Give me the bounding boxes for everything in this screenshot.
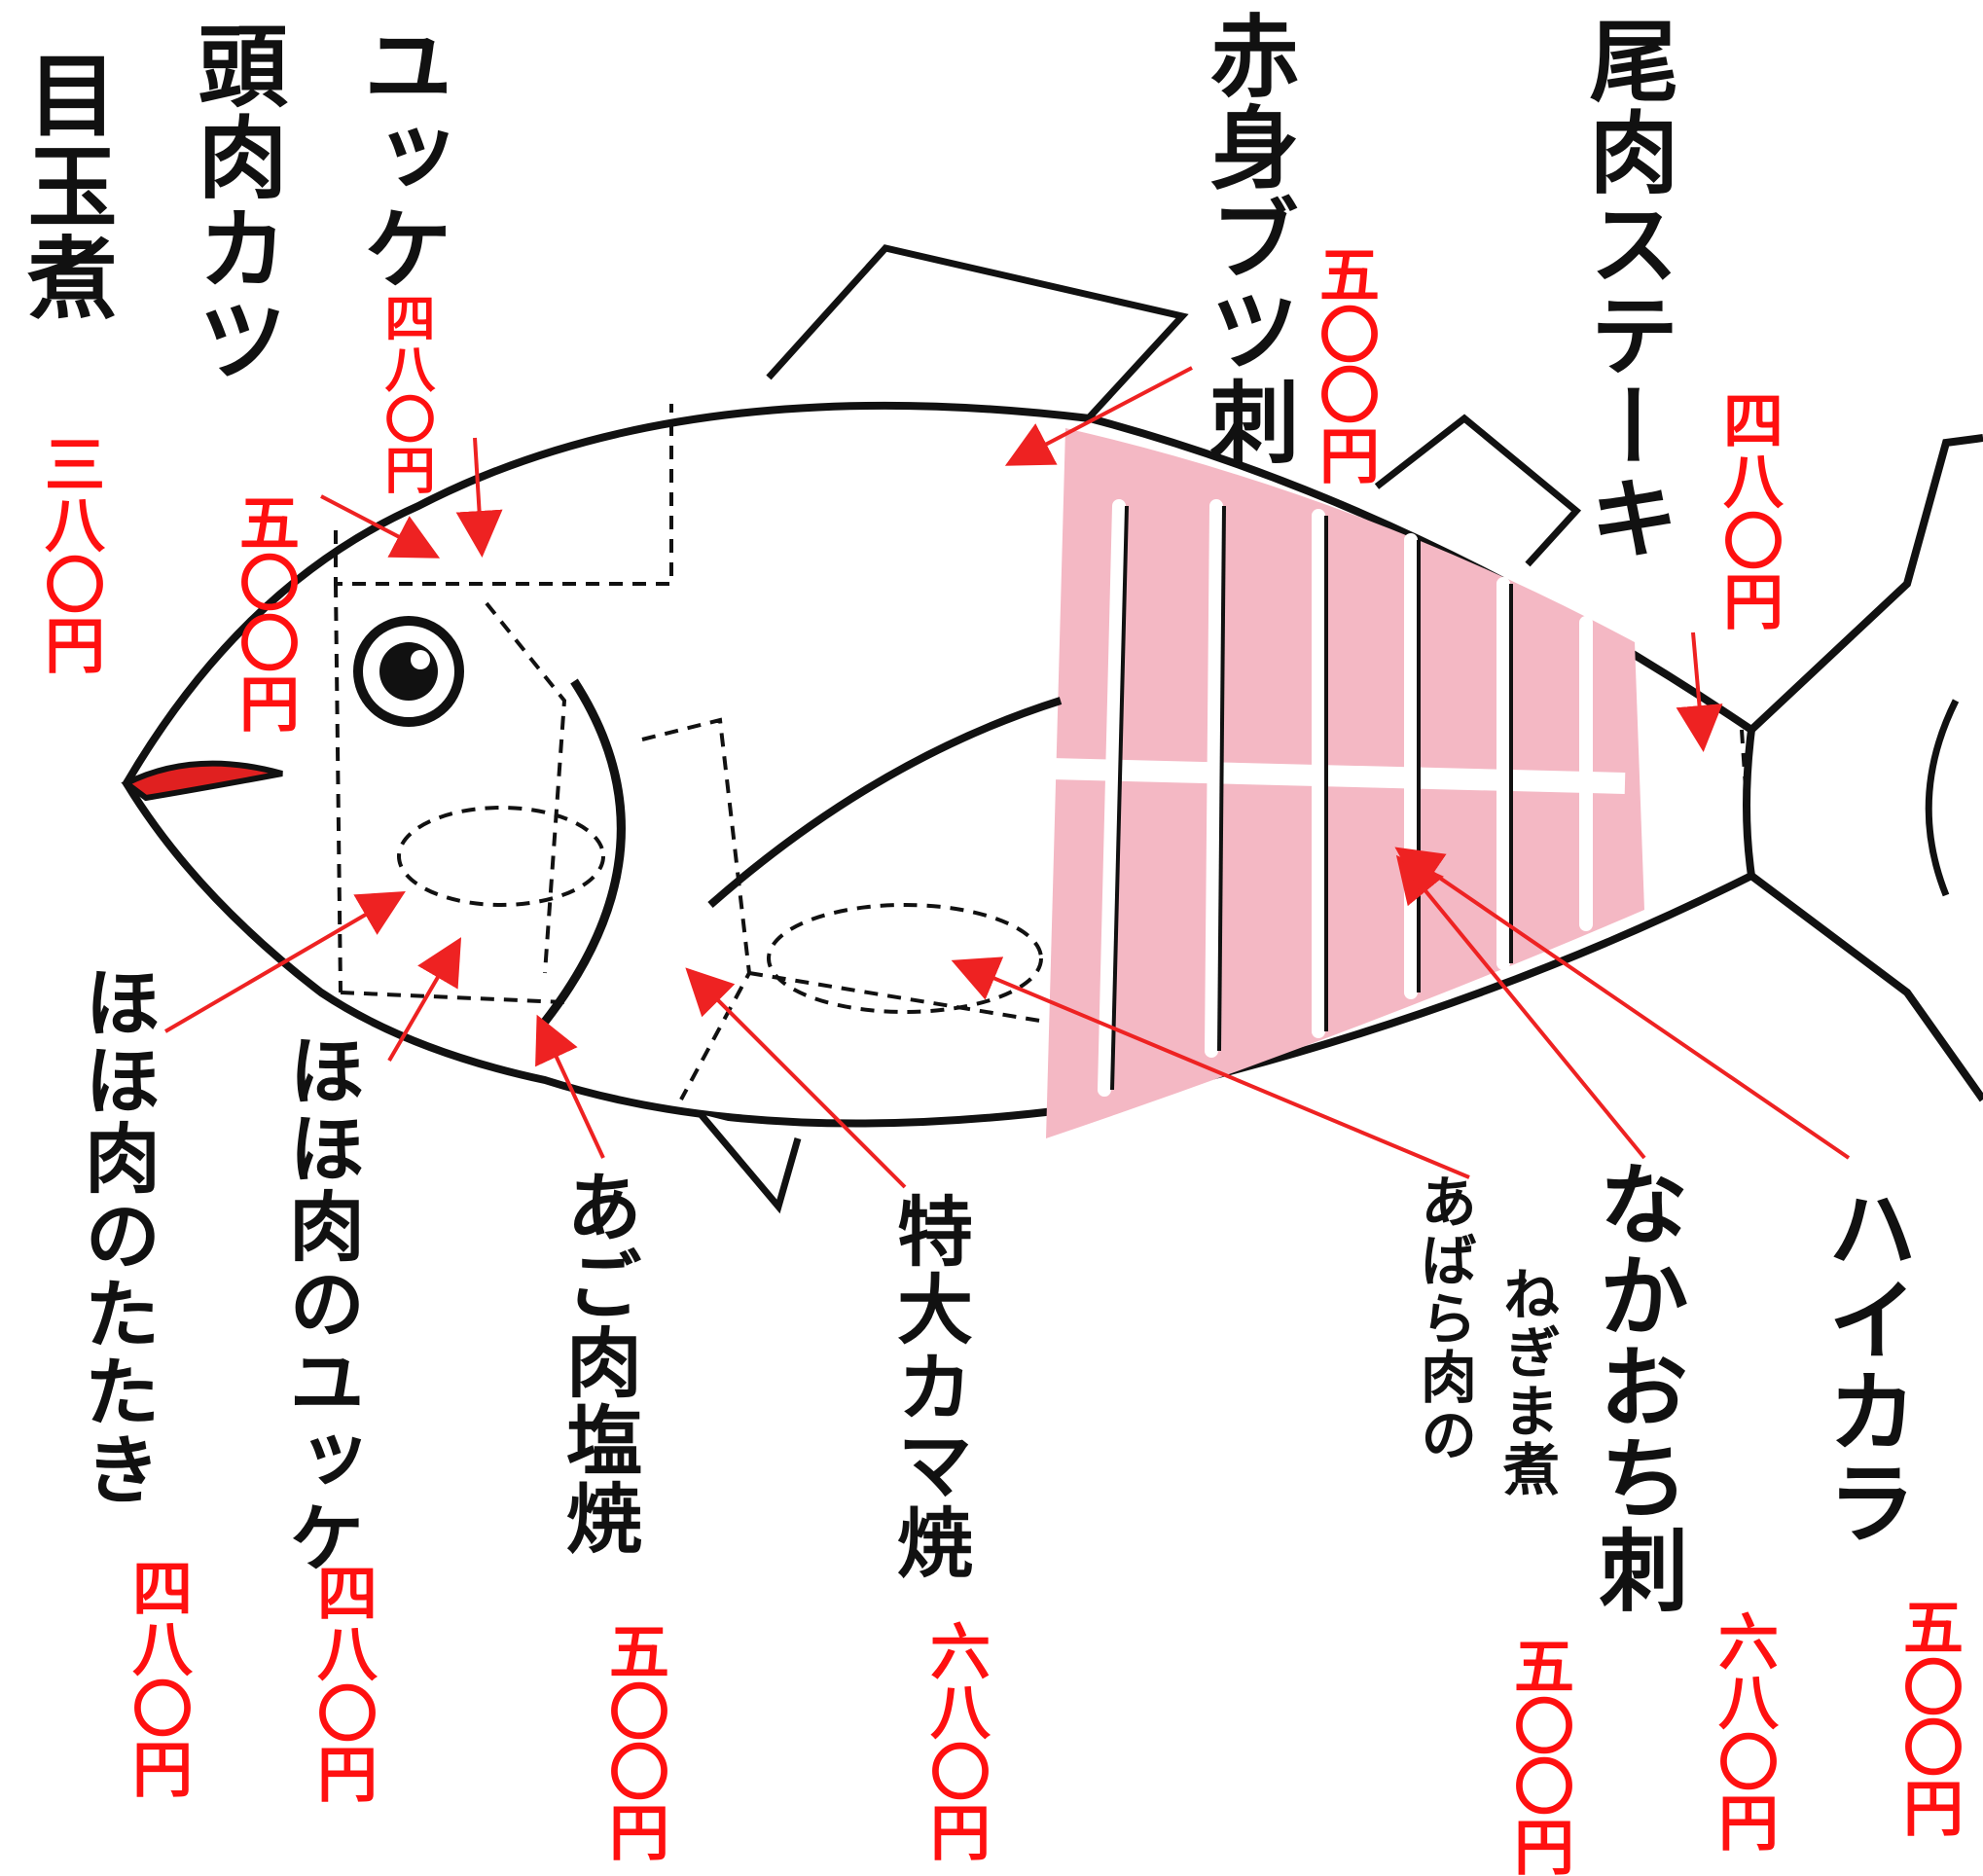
price-yukke: 四八〇円 <box>376 292 434 494</box>
ribs <box>1098 499 1593 1097</box>
price-hoho-yukke: 四八〇円 <box>306 1562 378 1803</box>
price-ago-shioyaki: 五〇〇円 <box>598 1620 669 1861</box>
pectoral-fin <box>707 697 1063 908</box>
label-akami-butsu: 赤身ブツ刺 <box>1195 10 1299 467</box>
price-akami-butsu: 五〇〇円 <box>1309 243 1380 485</box>
price-nakaochi: 六八〇円 <box>1708 1610 1779 1852</box>
tail-inner <box>1925 699 1960 897</box>
price-medama-ni: 三八〇円 <box>34 433 105 674</box>
gill-line <box>541 678 626 1025</box>
second-dorsal-fin <box>1374 414 1582 567</box>
eye-highlight <box>411 650 430 669</box>
label-hoho-tataki: ほほ肉のたたき <box>72 963 160 1508</box>
mouth <box>121 760 283 802</box>
rib-outlines <box>1110 505 1513 1091</box>
label-abara-2: ねぎま煮 <box>1494 1265 1560 1498</box>
label-medama-ni: 目玉煮 <box>13 49 117 323</box>
cut-lines <box>334 404 1753 1100</box>
tail-fin <box>1749 434 1983 1102</box>
label-haikara: ハイカラ <box>1813 1182 1917 1548</box>
pointer-arrows <box>163 366 1851 1189</box>
backbone <box>1050 758 1626 794</box>
label-onikuu-steak: 尾肉ステーキ <box>1574 15 1678 563</box>
label-abara-1: あばら肉の <box>1411 1172 1477 1464</box>
label-yukke: ユッケ <box>348 19 452 294</box>
price-abara-negima: 五〇〇円 <box>1503 1635 1574 1876</box>
label-hoho-yukke: ほほ肉のユッケ <box>276 1031 364 1576</box>
label-tokudai-kama: 特大カマ焼 <box>884 1192 972 1581</box>
price-onikuu-steak: 四八〇円 <box>1713 389 1784 631</box>
label-ago-shioyaki: あご肉塩焼 <box>554 1168 641 1557</box>
price-haikara: 五〇〇円 <box>1893 1596 1964 1837</box>
label-atama-katsu: 頭肉カツ <box>183 19 287 385</box>
price-hoho-tataki: 四八〇円 <box>122 1557 193 1798</box>
price-atama-katsu: 五〇〇円 <box>229 491 300 733</box>
label-nakaochi: なかおち刺 <box>1584 1158 1688 1615</box>
pupil <box>379 642 438 701</box>
pelvic-fin <box>698 1111 802 1214</box>
price-tokudai-kama: 六八〇円 <box>919 1620 991 1861</box>
dorsal-fin <box>766 244 1189 441</box>
